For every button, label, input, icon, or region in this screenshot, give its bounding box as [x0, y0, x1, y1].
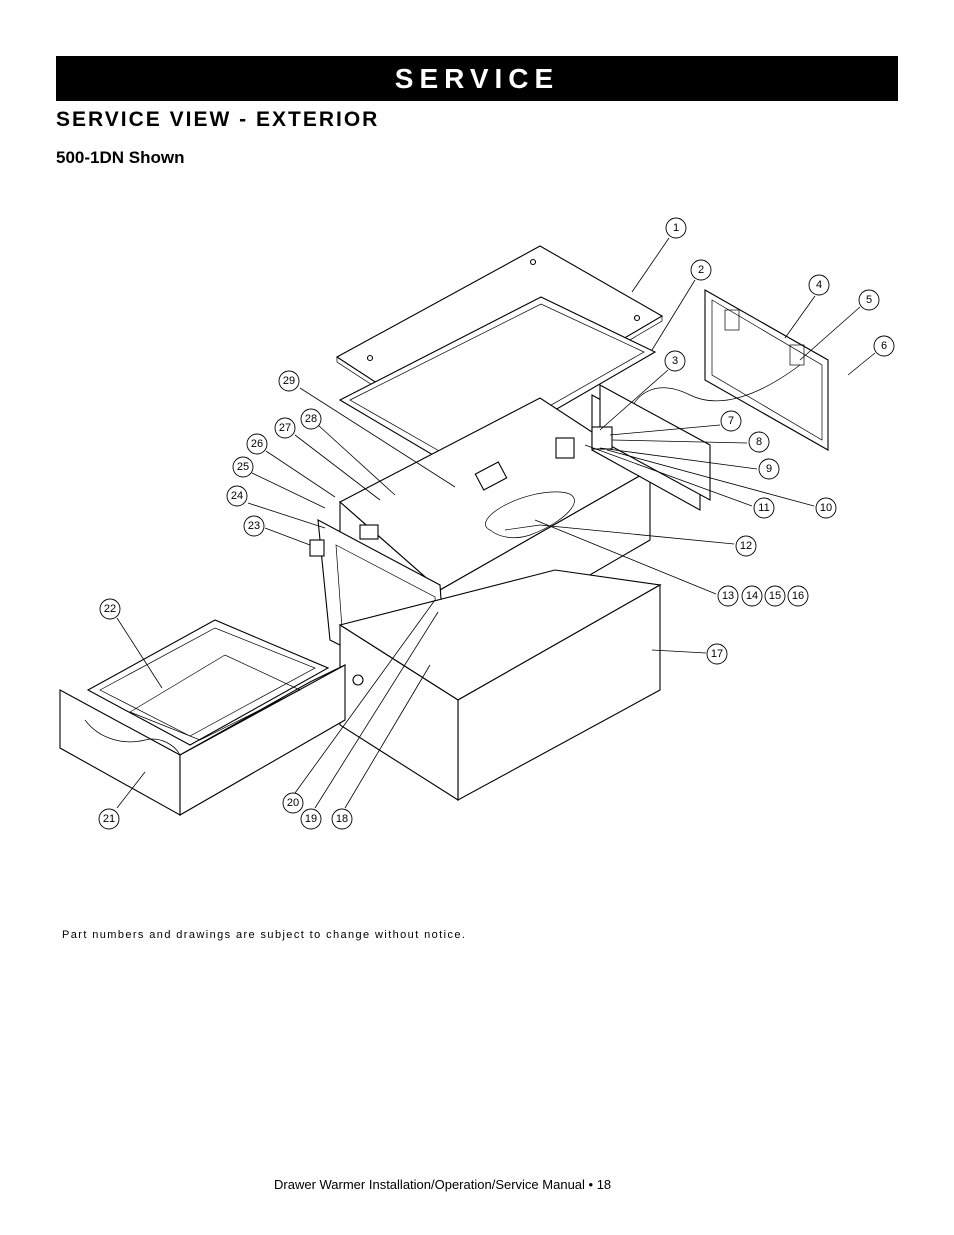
svg-text:4: 4 [816, 279, 822, 291]
switch-part [309, 539, 325, 557]
svg-text:13: 13 [722, 590, 734, 602]
callout-22: 22 [99, 598, 121, 620]
callout-9: 9 [758, 458, 780, 480]
svg-text:24: 24 [231, 490, 243, 502]
svg-text:20: 20 [287, 797, 299, 809]
callout-1: 1 [665, 217, 687, 239]
svg-text:12: 12 [740, 540, 752, 552]
callout-14: 14 [741, 585, 763, 607]
callout-23: 23 [243, 515, 265, 537]
callout-28: 28 [300, 408, 322, 430]
callout-11: 11 [753, 497, 775, 519]
svg-text:10: 10 [820, 502, 832, 514]
top-gasket-part [338, 296, 657, 469]
callout-19: 19 [300, 808, 322, 830]
rear-panel-part [629, 289, 829, 451]
callout-27: 27 [274, 417, 296, 439]
svg-text:21: 21 [103, 813, 115, 825]
callout-25: 25 [232, 456, 254, 478]
callout-16: 16 [787, 585, 809, 607]
warming-pan-part [86, 619, 330, 746]
callout-15: 15 [764, 585, 786, 607]
svg-text:27: 27 [279, 422, 291, 434]
callout-12: 12 [735, 535, 757, 557]
section-banner: SERVICE [56, 56, 898, 101]
svg-text:8: 8 [756, 436, 762, 448]
svg-text:3: 3 [672, 355, 678, 367]
drawer-part [59, 664, 346, 816]
svg-text:7: 7 [728, 415, 734, 427]
disclaimer-note: Part numbers and drawings are subject to… [62, 929, 467, 941]
section-title: SERVICE VIEW - EXTERIOR [56, 108, 380, 131]
svg-text:9: 9 [766, 463, 772, 475]
svg-text:29: 29 [283, 375, 295, 387]
svg-text:14: 14 [746, 590, 758, 602]
svg-text:26: 26 [251, 438, 263, 450]
callout-13: 13 [717, 585, 739, 607]
svg-text:25: 25 [237, 461, 249, 473]
svg-text:5: 5 [866, 294, 872, 306]
svg-text:23: 23 [248, 520, 260, 532]
svg-text:22: 22 [104, 603, 116, 615]
callout-18: 18 [331, 808, 353, 830]
svg-text:17: 17 [711, 648, 723, 660]
svg-text:19: 19 [305, 813, 317, 825]
callout-26: 26 [246, 433, 268, 455]
callout-10: 10 [815, 497, 837, 519]
svg-text:6: 6 [881, 340, 887, 352]
page-footer: Drawer Warmer Installation/Operation/Ser… [274, 1177, 612, 1192]
svg-text:11: 11 [758, 502, 769, 514]
svg-text:1: 1 [673, 222, 679, 234]
side-panels-part [555, 384, 711, 511]
svg-text:28: 28 [305, 413, 317, 425]
callout-21: 21 [98, 808, 120, 830]
callout-7: 7 [720, 410, 742, 432]
callout-4: 4 [808, 274, 830, 296]
knob-part [352, 674, 364, 686]
svg-text:15: 15 [769, 590, 781, 602]
callout-29: 29 [278, 370, 300, 392]
callout-3: 3 [664, 350, 686, 372]
callout-8: 8 [748, 431, 770, 453]
callout-6: 6 [873, 335, 895, 357]
svg-text:16: 16 [792, 590, 804, 602]
svg-text:2: 2 [698, 264, 704, 276]
callout-5: 5 [858, 289, 880, 311]
outer-sleeve-part [338, 569, 662, 802]
callout-17: 17 [706, 643, 728, 665]
leader-lines [116, 237, 876, 809]
svg-text:18: 18 [336, 813, 348, 825]
model-subtitle: 500-1DN Shown [56, 148, 185, 167]
callout-2: 2 [690, 259, 712, 281]
callout-24: 24 [226, 485, 248, 507]
callout-20: 20 [282, 792, 304, 814]
